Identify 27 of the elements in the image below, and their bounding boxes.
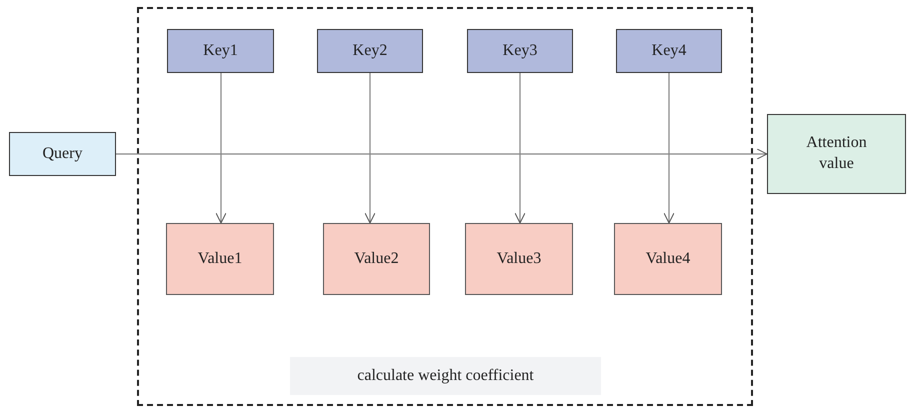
key-box bbox=[167, 29, 274, 73]
value-box bbox=[323, 223, 430, 295]
node-label: Attention value bbox=[805, 133, 868, 174]
arrow bbox=[364, 73, 376, 224]
key-box bbox=[616, 29, 722, 73]
node-label: Query bbox=[42, 144, 82, 164]
query-box bbox=[9, 132, 116, 176]
node-label: Key3 bbox=[502, 40, 538, 61]
key-box bbox=[317, 29, 423, 73]
node-label: Key1 bbox=[203, 40, 238, 61]
output-box bbox=[767, 114, 906, 194]
node-label: Value4 bbox=[646, 248, 690, 269]
node-label: calculate weight coefficient bbox=[357, 366, 534, 386]
arrow bbox=[514, 73, 526, 224]
key-box bbox=[467, 29, 573, 73]
value-box bbox=[614, 223, 722, 295]
node-label: Value3 bbox=[496, 248, 542, 269]
node-label: Value2 bbox=[354, 248, 399, 269]
node-label: Value1 bbox=[198, 248, 242, 269]
arrow bbox=[216, 73, 226, 224]
arrow bbox=[664, 73, 674, 224]
dashed-group-frame bbox=[137, 7, 753, 406]
node-label: Key4 bbox=[652, 40, 686, 61]
value-box bbox=[166, 223, 274, 295]
value-box bbox=[465, 223, 573, 295]
node-label: Key2 bbox=[352, 40, 388, 61]
arrow bbox=[116, 148, 768, 160]
